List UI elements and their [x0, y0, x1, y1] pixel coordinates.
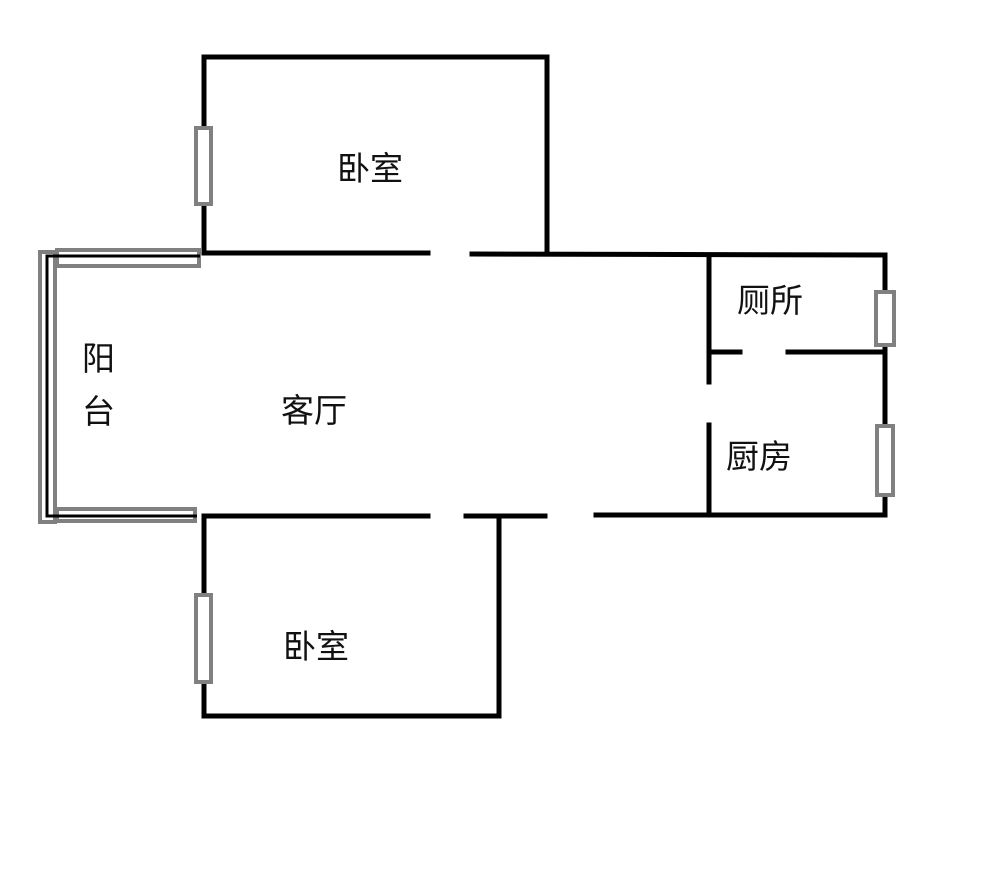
balcony-frame [38, 248, 201, 524]
window-bedroom-bottom [194, 593, 213, 684]
label-kitchen: 厨房 [726, 437, 792, 476]
living-room-bottom-wall [201, 512, 888, 519]
window-kitchen [875, 424, 895, 497]
label-balcony-2: 台 [82, 392, 115, 431]
living-room-top-wall [201, 250, 888, 258]
label-bedroom-bottom: 卧室 [283, 627, 349, 666]
label-toilet: 厕所 [737, 281, 803, 320]
window-toilet [874, 290, 896, 347]
bedroom-bottom-walls [201, 513, 502, 719]
label-bedroom-top: 卧室 [337, 149, 403, 188]
window-bedroom-top [194, 126, 213, 206]
label-living-room: 客厅 [281, 391, 347, 430]
label-balcony-1: 阳 [82, 339, 115, 378]
